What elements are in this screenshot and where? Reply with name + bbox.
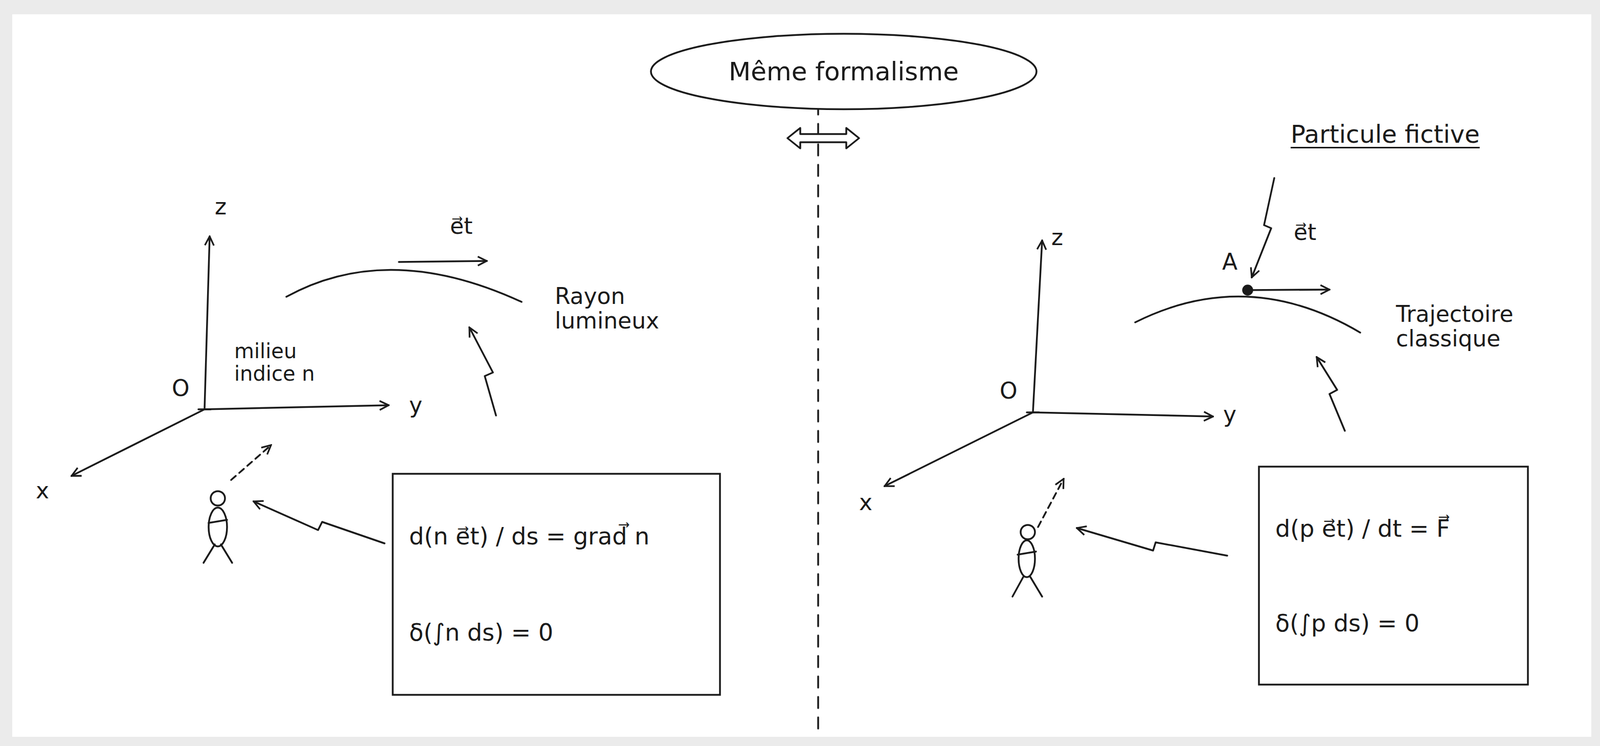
paper: [12, 14, 1592, 737]
trajectory-label: Trajectoire classique: [1395, 301, 1550, 352]
point-label: A: [1222, 249, 1238, 275]
axis-label: z: [1051, 224, 1064, 250]
vector-label: e⃗t: [449, 213, 473, 239]
tangent-vector: [1247, 289, 1330, 290]
trajectory: [1135, 296, 1361, 333]
gaze-arrow: [1038, 478, 1064, 527]
pointer-arrow: [1076, 527, 1228, 556]
equation-box: d(n e⃗t) / ds = grad⃗ n δ(∫n ds) = 0: [391, 472, 721, 696]
box-outline: [392, 473, 720, 695]
box-outline: [1258, 466, 1528, 685]
observer-figure: [1012, 524, 1043, 597]
axis-label: x: [859, 489, 873, 515]
origin-label: O: [999, 378, 1018, 403]
pointer-arrow: [1251, 177, 1275, 278]
pointer-arrow: [1316, 356, 1345, 431]
node-text: δ(∫p ds) = 0: [1275, 609, 1420, 637]
axis-label: y: [1223, 401, 1237, 427]
node-text: d(p e⃗t) / dt = F⃗: [1275, 514, 1450, 543]
node-text: Même formalisme: [728, 56, 959, 87]
right-axes: [884, 240, 1213, 486]
ray-label: Rayon lumineux: [554, 283, 688, 334]
node-text: d(n e⃗t) / ds = grad⃗ n: [409, 522, 650, 550]
axis-label: x: [35, 478, 50, 503]
gaze-arrow: [231, 444, 272, 480]
node-outline: [391, 472, 721, 696]
pointer-arrow: [253, 501, 385, 544]
vector-label: e⃗t: [1293, 219, 1317, 245]
light-ray: [286, 269, 522, 302]
medium-note: milieu indice n: [234, 339, 332, 385]
ellipse-outline: [650, 33, 1037, 109]
heading-note: Particule fictive: [1290, 120, 1480, 148]
observer-figure: [203, 490, 233, 563]
double-arrow: [787, 127, 860, 149]
axis-label: z: [214, 194, 227, 219]
tangent-vector: [398, 260, 487, 262]
node-outline: [1257, 465, 1529, 686]
node-text: δ(∫n ds) = 0: [409, 618, 554, 646]
left-axes: [71, 236, 389, 476]
axis-label: y: [409, 392, 423, 418]
pointer-arrow: [469, 327, 497, 416]
equation-box: d(p e⃗t) / dt = F⃗ δ(∫p ds) = 0: [1257, 465, 1529, 686]
title-ellipse: Même formalisme: [649, 32, 1039, 111]
divider-line: [817, 103, 820, 732]
origin-label: O: [171, 375, 190, 401]
